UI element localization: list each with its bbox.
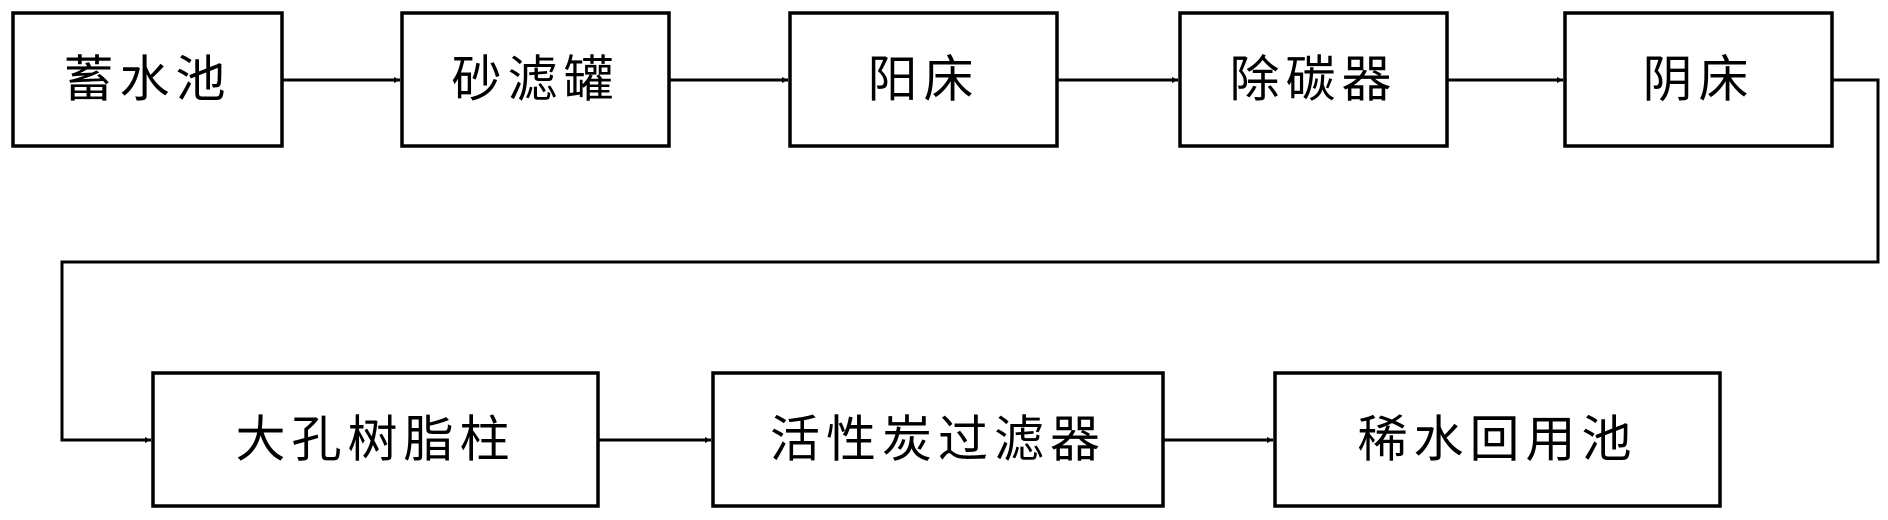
node-sand-filter-box	[400, 11, 671, 148]
node-anion-bed: 阴床	[1563, 11, 1834, 148]
node-activated-carbon-filter: 活性炭过滤器	[711, 371, 1165, 508]
node-cation-bed-label: 阳床	[868, 51, 980, 109]
node-decarbonator-box	[1178, 11, 1449, 148]
edge-n5-n6	[60, 78, 1880, 443]
node-decarbonator-label: 除碳器	[1230, 51, 1398, 109]
node-macroporous-resin-column: 大孔树脂柱	[151, 371, 600, 508]
node-dilute-water-reuse-pool-box	[1273, 371, 1722, 508]
node-macroporous-resin-column-box	[151, 371, 600, 508]
node-activated-carbon-filter-label: 活性炭过滤器	[770, 411, 1106, 469]
node-cation-bed: 阳床	[788, 11, 1059, 148]
node-sand-filter: 砂滤罐	[400, 11, 671, 148]
node-anion-bed-box	[1563, 11, 1834, 148]
node-dilute-water-reuse-pool-label: 稀水回用池	[1358, 411, 1638, 469]
node-reservoir-label: 蓄水池	[64, 51, 232, 109]
node-activated-carbon-filter-box	[711, 371, 1165, 508]
connectors	[60, 77, 1880, 443]
node-decarbonator: 除碳器	[1178, 11, 1449, 148]
node-dilute-water-reuse-pool: 稀水回用池	[1273, 371, 1722, 508]
node-reservoir-box	[11, 11, 284, 148]
node-anion-bed-label: 阴床	[1643, 51, 1755, 109]
node-reservoir: 蓄水池	[11, 11, 284, 148]
node-sand-filter-label: 砂滤罐	[452, 51, 620, 109]
node-macroporous-resin-column-label: 大孔树脂柱	[236, 411, 516, 469]
node-cation-bed-box	[788, 11, 1059, 148]
